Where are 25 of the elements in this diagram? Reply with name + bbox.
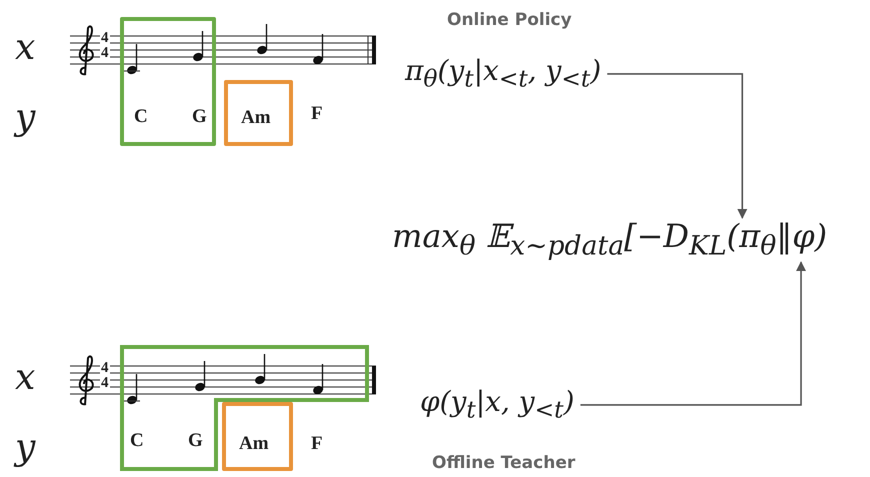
variable-label: y — [15, 100, 36, 136]
caption-heading: Online Policy — [447, 12, 572, 29]
highlight-frame — [222, 402, 293, 471]
chord-label: C — [130, 431, 144, 450]
variable-label: x — [15, 30, 36, 66]
variable-label: x — [15, 360, 36, 396]
chord-label: Am — [241, 108, 271, 127]
math-formula: φ(y$_{t}$|x, y$_{<t}$) — [420, 388, 574, 422]
chord-label: C — [134, 107, 148, 126]
time-signature-digit: 4 — [100, 361, 110, 376]
time-signature-digit: 4 — [100, 31, 110, 46]
highlight-frame — [120, 345, 369, 471]
variable-label: y — [15, 430, 36, 466]
math-formula: π$_{θ}$(y$_{t}$|x$_{<t}$, y$_{<t}$) — [405, 57, 602, 91]
math-formula: max$_{θ}$ 𝔼$_{x∼p}$$_{data}$[−D$_{KL}$(π$_{θ}$‖φ) — [392, 220, 828, 260]
arrow — [607, 73, 748, 219]
chord-label: Am — [239, 434, 269, 453]
chord-label: G — [188, 431, 203, 450]
chord-label: G — [192, 107, 207, 126]
caption-heading: Offline Teacher — [432, 455, 576, 472]
chord-label: F — [311, 104, 323, 123]
highlight-frame — [120, 17, 216, 146]
chord-label: F — [311, 434, 323, 453]
highlight-frame — [224, 80, 293, 146]
arrow — [580, 261, 806, 406]
